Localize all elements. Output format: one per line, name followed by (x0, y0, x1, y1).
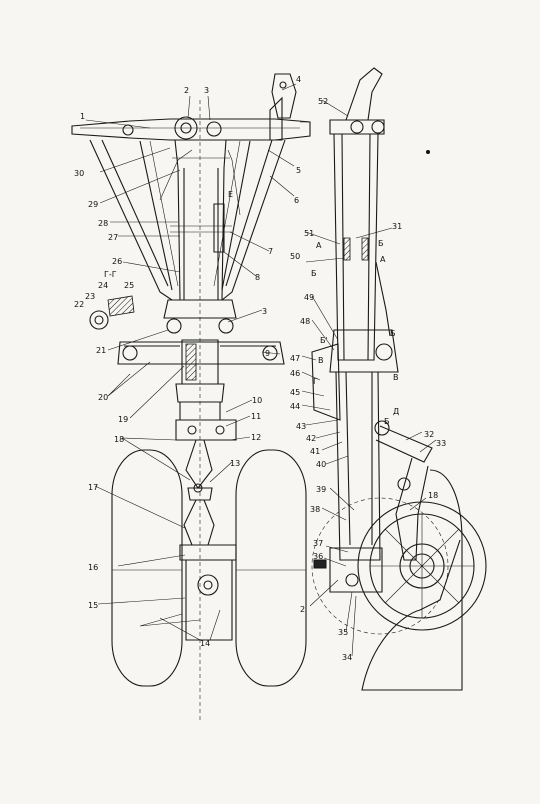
callout-15: 15 (88, 601, 98, 610)
callout-2-side: 2 (300, 605, 305, 614)
section-label-b-prime: Б' (320, 336, 328, 345)
callout-22: 22 (74, 300, 84, 309)
callout-49: 49 (304, 293, 314, 302)
callout-24: 24 (98, 281, 108, 290)
callout-38: 38 (310, 505, 320, 514)
callout-35: 35 (338, 628, 348, 637)
callout-23: 23 (85, 292, 95, 301)
callout-12: 12 (251, 433, 261, 442)
callout-37: 37 (313, 539, 323, 548)
callout-39: 39 (316, 485, 326, 494)
section-label-b-top: Б (311, 269, 317, 278)
section-label-v-left: В (318, 356, 324, 365)
section-label-a-right: А (380, 255, 386, 264)
callout-43: 43 (296, 422, 306, 431)
callout-4: 4 (296, 75, 301, 84)
callout-26: 26 (112, 257, 122, 266)
callout-21: 21 (96, 346, 106, 355)
callout-42: 42 (306, 434, 316, 443)
callout-1: 1 (80, 112, 85, 121)
callout-7: 7 (268, 247, 273, 256)
callout-41: 41 (310, 447, 320, 456)
callout-14: 14 (200, 639, 210, 648)
callout-48: 48 (300, 317, 310, 326)
callout-45: 45 (290, 388, 300, 397)
callout-28: 28 (98, 219, 108, 228)
section-label-v-right: В (393, 373, 399, 382)
callout-33: 33 (436, 439, 446, 448)
callout-50: 50 (290, 252, 300, 261)
callout-17: 17 (88, 483, 98, 492)
leader-lines (85, 83, 437, 657)
section-label-g: Г (313, 377, 318, 386)
section-label-b-lower: Б (384, 417, 390, 426)
callout-36: 36 (313, 552, 323, 561)
callout-6: 6 (294, 196, 299, 205)
section-label-a-left: А (316, 241, 322, 250)
callout-13: 13 (230, 459, 240, 468)
callout-51: 51 (304, 229, 314, 238)
side-view (311, 67, 487, 691)
callout-8: 8 (255, 273, 260, 282)
front-view (71, 73, 311, 720)
callout-25: 25 (124, 281, 134, 290)
callout-27: 27 (108, 233, 118, 242)
callout-34: 34 (342, 653, 352, 662)
section-label-b-right: Б (390, 329, 396, 338)
callout-10: 10 (252, 396, 262, 405)
callout-32: 32 (424, 430, 434, 439)
section-label-e: Е (228, 190, 233, 199)
callout-3b: 3 (262, 307, 267, 316)
callout-20: 20 (98, 393, 108, 402)
callout-31: 31 (392, 222, 402, 231)
callout-5: 5 (296, 166, 301, 175)
callout-11: 11 (251, 412, 261, 421)
section-label-1a: Б (378, 239, 384, 248)
callout-30: 30 (74, 169, 84, 178)
callout-3: 3 (204, 86, 209, 95)
callout-44: 44 (290, 402, 300, 411)
callout-labels: 1 2 3 4 5 6 7 8 3 9 10 11 12 13 14 15 16… (74, 75, 446, 662)
callout-16: 16 (88, 563, 98, 572)
section-label-d: Д (393, 407, 399, 416)
callout-18-side: 18 (428, 491, 438, 500)
callout-52: 52 (318, 97, 328, 106)
callout-29: 29 (88, 200, 98, 209)
callout-40: 40 (316, 460, 326, 469)
callout-46: 46 (290, 369, 300, 378)
callout-47: 47 (290, 354, 300, 363)
section-label-gg: Г-Г (104, 270, 117, 279)
callout-9: 9 (265, 349, 270, 358)
callout-19: 19 (118, 415, 128, 424)
callout-2: 2 (184, 86, 189, 95)
callout-18: 18 (114, 435, 124, 444)
